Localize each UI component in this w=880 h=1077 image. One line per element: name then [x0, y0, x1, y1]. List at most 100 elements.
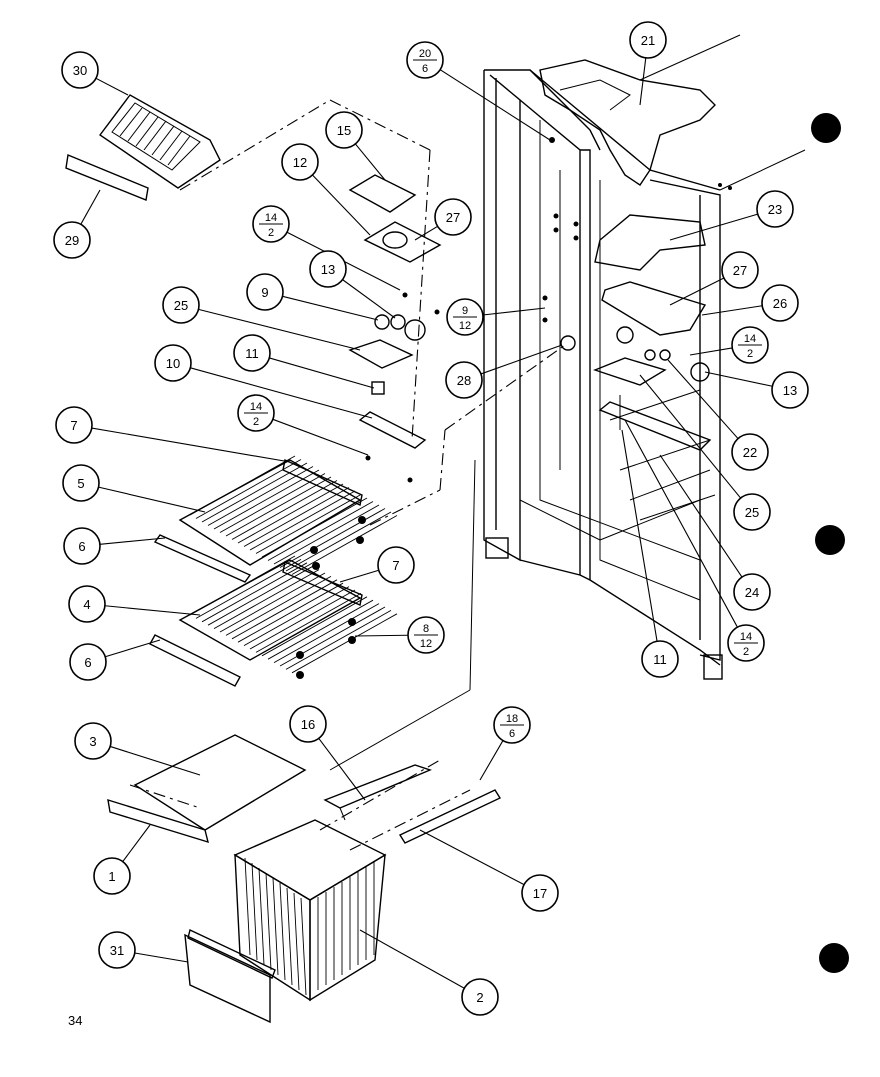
callout-number: 30 [73, 63, 87, 78]
callout-number: 25 [174, 298, 188, 313]
leader-line [318, 738, 366, 801]
callout-c6a: 6 [63, 527, 101, 565]
leader-line [80, 189, 101, 225]
callout-number: 17 [533, 886, 547, 901]
leader-line [342, 279, 396, 319]
leader-line [134, 952, 189, 963]
cabinet-liner [483, 34, 806, 680]
callout-c6b: 6 [69, 643, 107, 681]
callout-number: 9 [462, 305, 468, 317]
callout-c25b: 25 [733, 493, 771, 531]
leader-line [419, 829, 525, 886]
callout-number: 12 [293, 155, 307, 170]
callout-c8: 812 [407, 616, 445, 654]
callout-c26: 26 [761, 284, 799, 322]
leader-line [339, 569, 379, 583]
callout-circle [325, 111, 363, 149]
callout-circle [74, 722, 112, 760]
callout-number: 20 [419, 48, 431, 60]
callout-c9b: 912 [446, 298, 484, 336]
callout-circle [761, 284, 799, 322]
callout-circle [61, 51, 99, 89]
callout-number: 14 [250, 401, 262, 413]
leader-line [272, 418, 369, 456]
leader-line [701, 305, 763, 316]
leader-line [104, 605, 201, 616]
callout-c27a: 27 [434, 198, 472, 236]
page-number: 34 [68, 1013, 82, 1028]
callout-quantity: 12 [459, 320, 471, 332]
callout-quantity: 2 [743, 646, 749, 658]
callout-circle [281, 143, 319, 181]
callout-c14c: 142 [731, 326, 769, 364]
callout-number: 15 [337, 123, 351, 138]
leader-line [414, 225, 438, 241]
callout-number: 8 [423, 623, 429, 635]
callout-c14b: 142 [237, 394, 275, 432]
leader-line [312, 174, 371, 236]
leader-line [359, 929, 465, 989]
leader-line [689, 347, 733, 356]
callout-number: 18 [506, 713, 518, 725]
callout-circle [733, 493, 771, 531]
callout-number: 11 [653, 652, 667, 667]
callout-c15: 15 [325, 111, 363, 149]
callout-c31: 31 [98, 931, 136, 969]
callout-c24: 24 [733, 573, 771, 611]
callout-circle [521, 874, 559, 912]
callout-number: 31 [110, 943, 124, 958]
callout-circle [434, 198, 472, 236]
leader-line [669, 213, 758, 241]
callout-c7b: 7 [377, 546, 415, 584]
wire-shelves [149, 344, 566, 687]
callout-quantity: 6 [509, 728, 515, 740]
callout-circle [162, 286, 200, 324]
leader-line [354, 143, 386, 181]
basket-assembly [107, 459, 502, 1024]
callout-c29: 29 [53, 221, 91, 259]
callout-circle [641, 640, 679, 678]
callout-quantity: 12 [420, 638, 432, 650]
callout-number: 27 [446, 210, 460, 225]
leader-line [704, 371, 773, 387]
leader-line [667, 359, 739, 439]
callout-circle [309, 250, 347, 288]
leader-line [198, 308, 361, 351]
callout-circle [93, 857, 131, 895]
callout-c7a: 7 [55, 406, 93, 444]
callout-circle [154, 344, 192, 382]
callout-quantity: 6 [422, 63, 428, 75]
callout-c28: 28 [445, 361, 483, 399]
leader-line [95, 77, 129, 96]
leader-line [98, 486, 206, 513]
callout-circle [233, 334, 271, 372]
callout-c18: 186 [493, 706, 531, 744]
callout-number: 24 [745, 585, 759, 600]
callout-circle [68, 585, 106, 623]
callout-number: 6 [84, 655, 91, 670]
callout-c14a: 142 [252, 205, 290, 243]
callout-c16: 16 [289, 705, 327, 743]
callout-circle [289, 705, 327, 743]
callout-circle [733, 573, 771, 611]
callout-quantity: 2 [253, 416, 259, 428]
callout-number: 21 [641, 33, 655, 48]
callout-c12: 12 [281, 143, 319, 181]
callout-c21: 21 [629, 21, 667, 59]
callout-circle [246, 273, 284, 311]
callout-c14d: 142 [727, 624, 765, 662]
callout-c22: 22 [731, 433, 769, 471]
callout-number: 3 [89, 734, 96, 749]
callout-circle [53, 221, 91, 259]
callout-c13b: 13 [771, 371, 809, 409]
leader-line [624, 419, 738, 628]
callout-quantity: 2 [747, 348, 753, 360]
callout-number: 1 [108, 869, 115, 884]
callout-number: 5 [77, 476, 84, 491]
callout-number: 7 [392, 558, 399, 573]
callout-c3: 3 [74, 722, 112, 760]
callout-c2: 2 [461, 978, 499, 1016]
callout-c9: 9 [246, 273, 284, 311]
callout-number: 14 [265, 212, 277, 224]
